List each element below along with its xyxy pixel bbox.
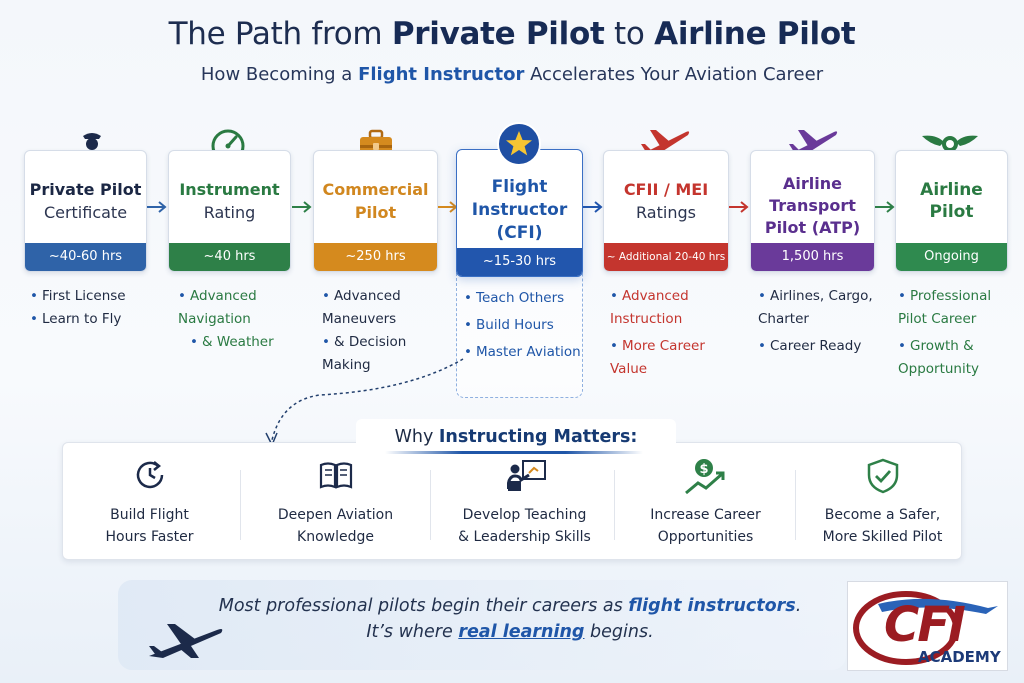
clock-icon: [136, 461, 164, 489]
wings-icon: [922, 135, 978, 152]
title-underline: [385, 451, 643, 454]
teacher-icon: [507, 460, 546, 491]
svg-text:$: $: [699, 462, 708, 477]
step-card-commercial: Commercial Pilot ~250 hrs: [313, 150, 438, 272]
logo-text-academy: ACADEMY: [918, 648, 1001, 666]
step-card-flight-instructor: Flight Instructor (CFI) ~15-30 hrs: [456, 149, 583, 277]
page-subtitle: How Becoming a Flight Instructor Acceler…: [200, 64, 824, 85]
step-bullets-cfii-mei: Advanced Instruction More Career Value: [610, 285, 730, 381]
quote-line-2: It’s where real learning begins.: [366, 622, 654, 642]
growth-icon: $: [685, 459, 725, 495]
shield-icon: [867, 458, 899, 494]
divider: [240, 470, 241, 540]
arrow-right-icon: [875, 201, 895, 213]
step-bullets-instrument: Advanced Navigation & Weather: [178, 285, 296, 354]
airplane-icon: [149, 624, 223, 658]
divider: [795, 470, 796, 540]
step-card-airline-pilot: Airline Pilot Ongoing: [895, 150, 1008, 272]
why-instructing-panel: [62, 442, 962, 560]
cfi-academy-logo: CFI ACADEMY: [847, 581, 1008, 671]
step-card-cfii-mei: CFII / MEI Ratings ~ Additional 20-40 hr…: [603, 150, 729, 272]
quote-line-1: Most professional pilots begin their car…: [218, 596, 802, 616]
arrow-right-icon: [729, 201, 749, 213]
why-item-safer-pilot: Become a Safer,More Skilled Pilot: [795, 457, 970, 557]
arrow-right-icon: [147, 201, 167, 213]
step-bullets-flight-instructor: Teach Others Build Hours Master Aviation: [464, 285, 582, 366]
step-bullets-atp: Airlines, Cargo, Charter Career Ready: [758, 285, 886, 358]
why-item-teaching-skills: Develop Teaching& Leadership Skills: [437, 457, 612, 557]
star-icon: [497, 122, 541, 166]
logo-text-cfi: CFI: [884, 597, 966, 653]
page-title: The Path from Private Pilot to Airline P…: [168, 16, 856, 52]
step-card-atp: Airline Transport Pilot (ATP) 1,500 hrs: [750, 150, 875, 272]
quote-banner: [118, 580, 846, 670]
step-card-private-pilot: Private Pilot Certificate ~40-60 hrs: [24, 150, 147, 272]
step-bullets-private-pilot: First License Learn to Fly: [30, 285, 155, 331]
step-bullets-commercial: Advanced Maneuvers & Decision Making: [322, 285, 447, 377]
step-bullets-airline-pilot: Professional Pilot Career Growth & Oppor…: [898, 285, 1010, 381]
book-icon: [319, 462, 353, 489]
arrow-right-icon: [583, 201, 603, 213]
divider: [614, 470, 615, 540]
divider: [430, 470, 431, 540]
arrow-right-icon: [292, 201, 312, 213]
step-card-instrument: Instrument Rating ~40 hrs: [168, 150, 291, 272]
